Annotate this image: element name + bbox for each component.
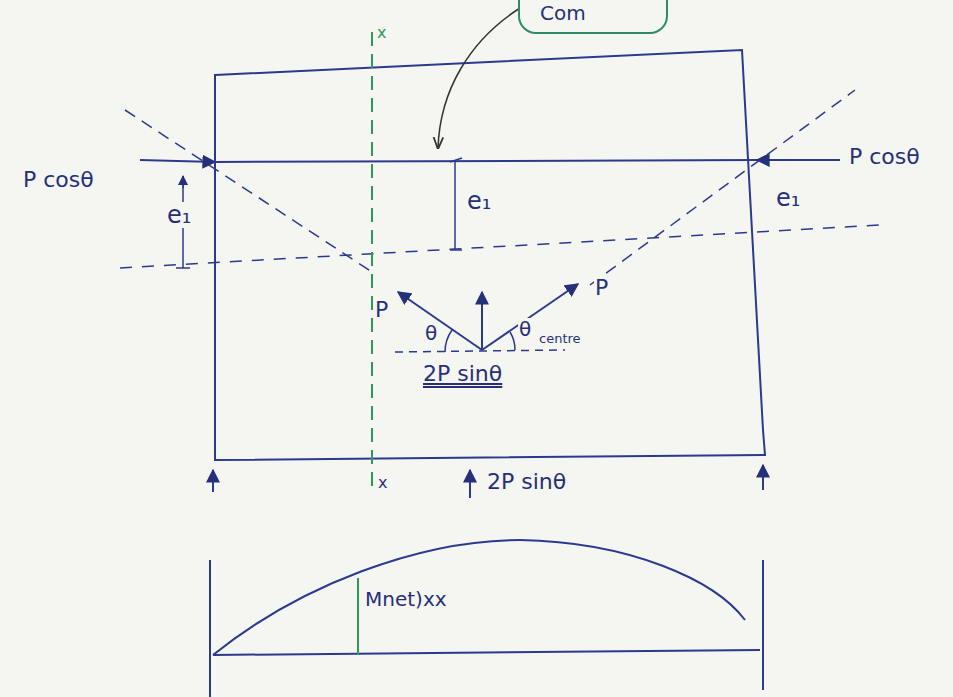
leader-line [438, 8, 520, 148]
dimension-line [454, 162, 456, 250]
prestress-arrow [140, 160, 215, 162]
angle-arc [445, 330, 452, 352]
eccentricity-label: e₁ [466, 188, 492, 214]
section-line [371, 32, 373, 490]
reaction-arrow [469, 470, 471, 498]
moment-label: Mnet)xx [364, 588, 448, 610]
eccentricity-label: e₁ [775, 185, 801, 211]
angle-label: θ [424, 322, 438, 344]
resultant-label: 2P sinθ [422, 362, 503, 386]
section-label: x [377, 474, 388, 492]
force-label: P [594, 276, 609, 300]
reaction-arrow [762, 465, 764, 490]
cable-profile [125, 110, 372, 272]
force-label: P [374, 298, 389, 322]
force-arrow [481, 292, 483, 350]
cable-profile [590, 90, 855, 285]
angle-arc [510, 332, 515, 350]
force-label: P cosθ [22, 168, 95, 192]
reaction-arrow [212, 470, 214, 492]
reaction-label: 2P sinθ [486, 470, 567, 494]
moment-curve [213, 540, 745, 655]
centroid-line [120, 225, 880, 268]
moment-baseline [213, 650, 760, 655]
eccentricity-label: e₁ [166, 202, 192, 228]
callout-box: Com [518, 0, 668, 34]
cable-line [215, 160, 757, 162]
callout-text: Com [540, 2, 656, 24]
force-arrow [398, 292, 482, 350]
section-label: x [376, 24, 387, 42]
beam-outline [215, 50, 765, 460]
point-label: centre [538, 332, 582, 346]
force-label: P cosθ [848, 145, 921, 169]
angle-label: θ [518, 318, 532, 340]
prestress-arrow [757, 159, 840, 161]
moment-ordinate [357, 578, 359, 655]
